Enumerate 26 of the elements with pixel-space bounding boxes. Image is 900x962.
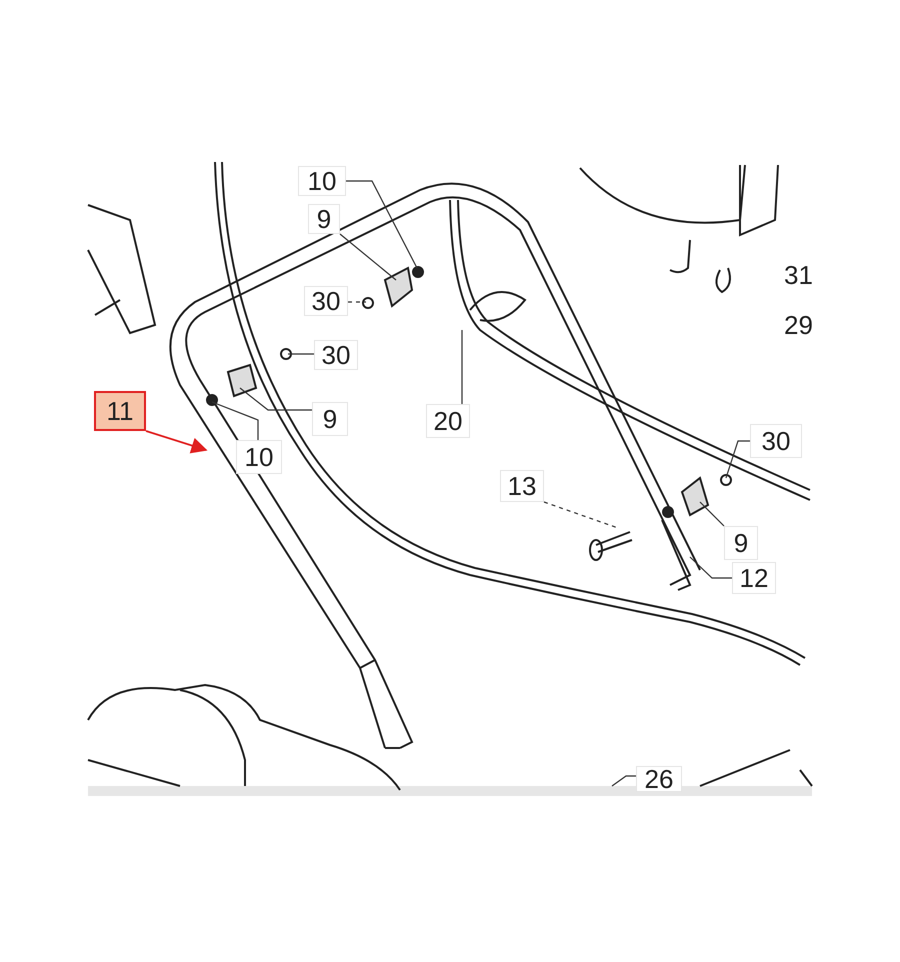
callout-number: 26 (636, 766, 682, 792)
leader-line (544, 501, 618, 529)
leader-line (461, 330, 463, 404)
callout-number: 9 (308, 204, 340, 234)
leader-line (288, 353, 314, 355)
callout-number: 10 (298, 166, 346, 196)
callout-number: 12 (732, 562, 776, 594)
callout-number: 13 (500, 470, 544, 502)
callout-number: 20 (426, 404, 470, 438)
leader-line (700, 502, 724, 526)
callout-number: 30 (750, 424, 802, 458)
arrow (146, 430, 208, 454)
callout-number: 30 (304, 286, 348, 316)
callout-number: 9 (312, 402, 348, 436)
leader-line (340, 234, 396, 280)
callout-number: 30 (314, 340, 358, 370)
callout-number: 9 (724, 526, 758, 560)
leader-line (240, 388, 312, 411)
callout-number: 10 (236, 440, 282, 474)
leader-line (690, 556, 732, 579)
leader-line (725, 440, 750, 478)
leader-line (348, 301, 366, 303)
leader-line (612, 775, 636, 786)
callout-number: 11 (94, 391, 146, 431)
leader-line (212, 401, 259, 440)
leader-line (346, 180, 418, 268)
